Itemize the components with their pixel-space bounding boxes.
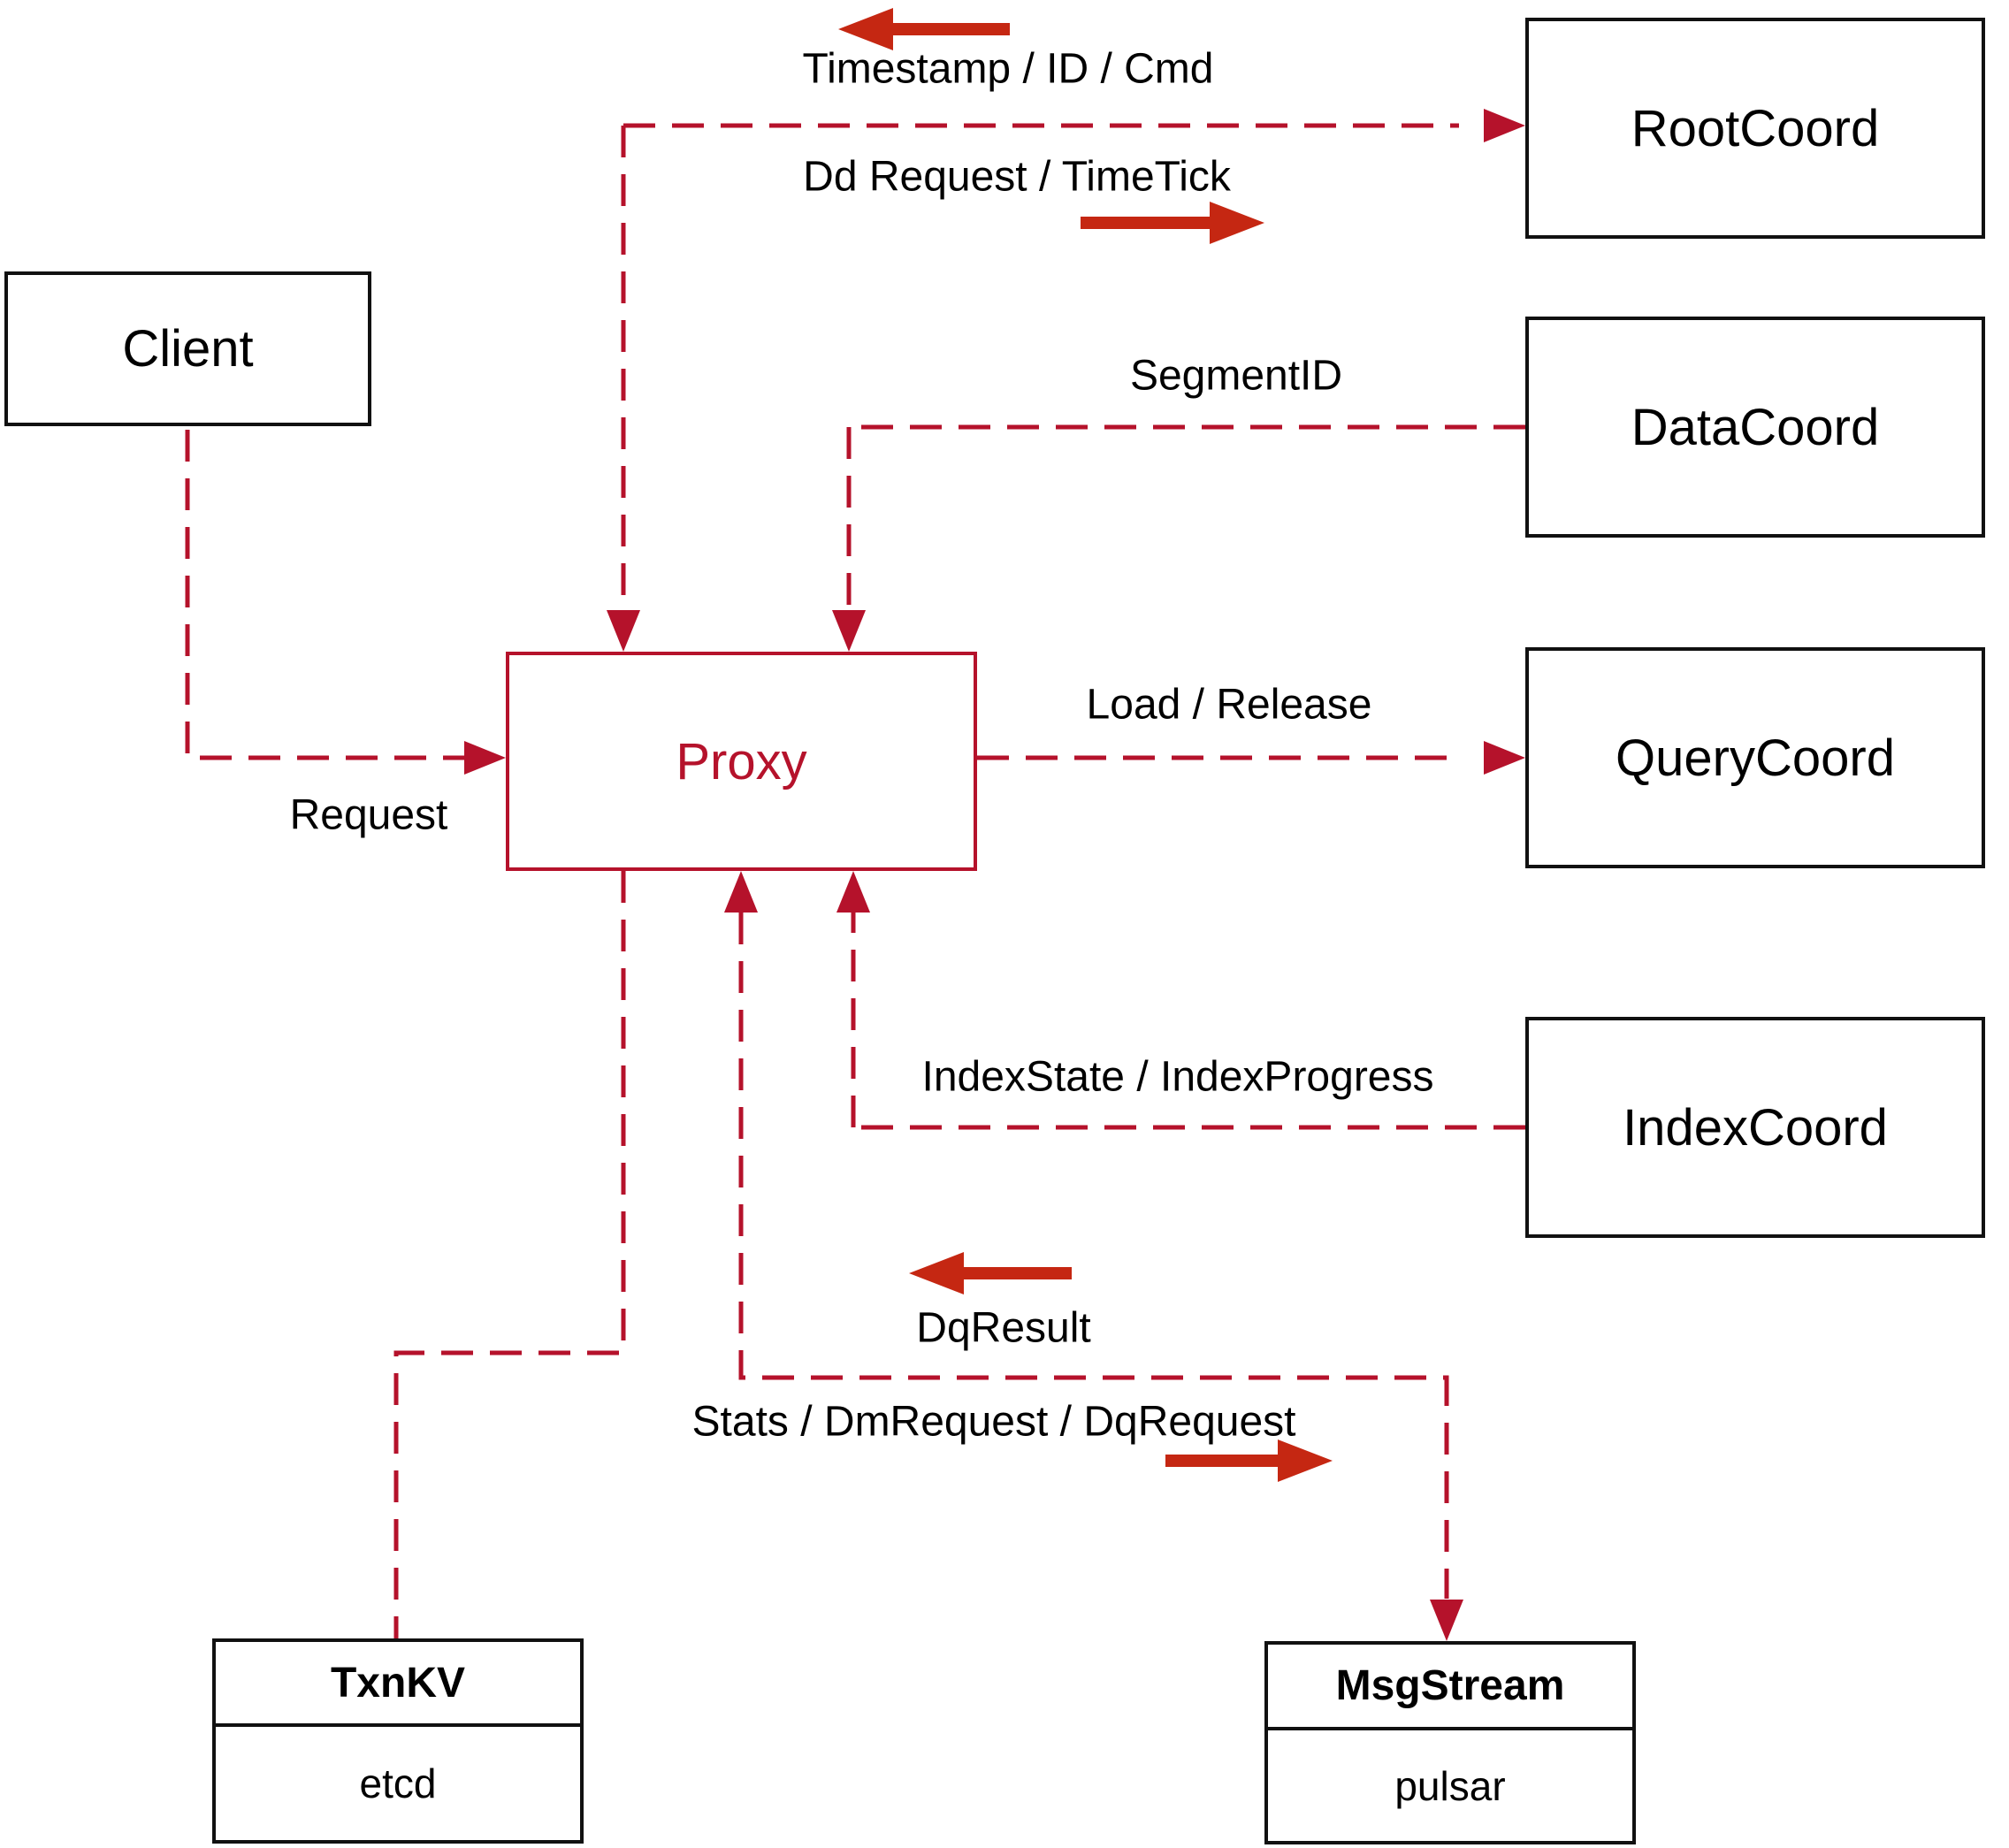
arrow-left-icon-dqresult bbox=[909, 1252, 1072, 1294]
edge-proxy-txnkv bbox=[393, 871, 626, 1638]
arrowhead-into-rootcoord bbox=[1484, 109, 1525, 142]
arrowhead-into-querycoord bbox=[1484, 741, 1525, 775]
arrow-left-icon-timestamp bbox=[838, 8, 1010, 50]
edge-label-index-state-progress: IndexState / IndexProgress bbox=[921, 1053, 1434, 1101]
edge-label-load-release: Load / Release bbox=[1086, 681, 1372, 729]
node-txnkv-title: TxnKV bbox=[216, 1642, 580, 1727]
node-datacoord-label: DataCoord bbox=[1631, 398, 1880, 456]
node-indexcoord-label: IndexCoord bbox=[1623, 1098, 1888, 1157]
edge-label-dd-request-timetick: Dd Request / TimeTick bbox=[803, 153, 1231, 201]
node-msgstream-subtitle: pulsar bbox=[1394, 1762, 1506, 1809]
node-querycoord: QueryCoord bbox=[1525, 647, 1985, 868]
arrowhead-into-proxy-bottom-left bbox=[724, 871, 758, 913]
arrowhead-into-proxy-top-left bbox=[607, 610, 640, 652]
node-client-label: Client bbox=[122, 320, 254, 378]
node-msgstream-title: MsgStream bbox=[1268, 1645, 1632, 1730]
edge-label-segment-id: SegmentID bbox=[1129, 352, 1343, 400]
arrow-right-icon-ddrequest bbox=[1081, 202, 1264, 244]
arrowhead-into-msgstream bbox=[1430, 1600, 1463, 1641]
node-querycoord-label: QueryCoord bbox=[1616, 729, 1895, 787]
node-proxy: Proxy bbox=[506, 652, 977, 871]
edge-client-proxy bbox=[185, 430, 464, 760]
node-rootcoord: RootCoord bbox=[1525, 18, 1985, 239]
node-client: Client bbox=[4, 271, 371, 426]
edge-label-request: Request bbox=[289, 791, 448, 839]
node-rootcoord-label: RootCoord bbox=[1631, 99, 1880, 157]
node-indexcoord: IndexCoord bbox=[1525, 1017, 1985, 1238]
edge-proxy-msgstream bbox=[738, 913, 1449, 1599]
node-proxy-label: Proxy bbox=[676, 732, 807, 790]
edge-label-stats-dm-dq: Stats / DmRequest / DqRequest bbox=[691, 1398, 1296, 1446]
node-msgstream: MsgStream pulsar bbox=[1264, 1641, 1636, 1844]
edge-label-timestamp-id-cmd: Timestamp / ID / Cmd bbox=[802, 45, 1214, 93]
node-txnkv: TxnKV etcd bbox=[212, 1638, 584, 1844]
edge-label-dq-result: DqResult bbox=[916, 1304, 1091, 1352]
arrowhead-into-proxy-bottom-right bbox=[836, 871, 870, 913]
node-txnkv-subtitle: etcd bbox=[359, 1760, 437, 1806]
arrowhead-into-proxy-top-right bbox=[832, 610, 866, 652]
arrowhead-into-proxy-left bbox=[464, 741, 506, 775]
arrow-right-icon-stats bbox=[1165, 1439, 1333, 1482]
node-datacoord: DataCoord bbox=[1525, 317, 1985, 538]
